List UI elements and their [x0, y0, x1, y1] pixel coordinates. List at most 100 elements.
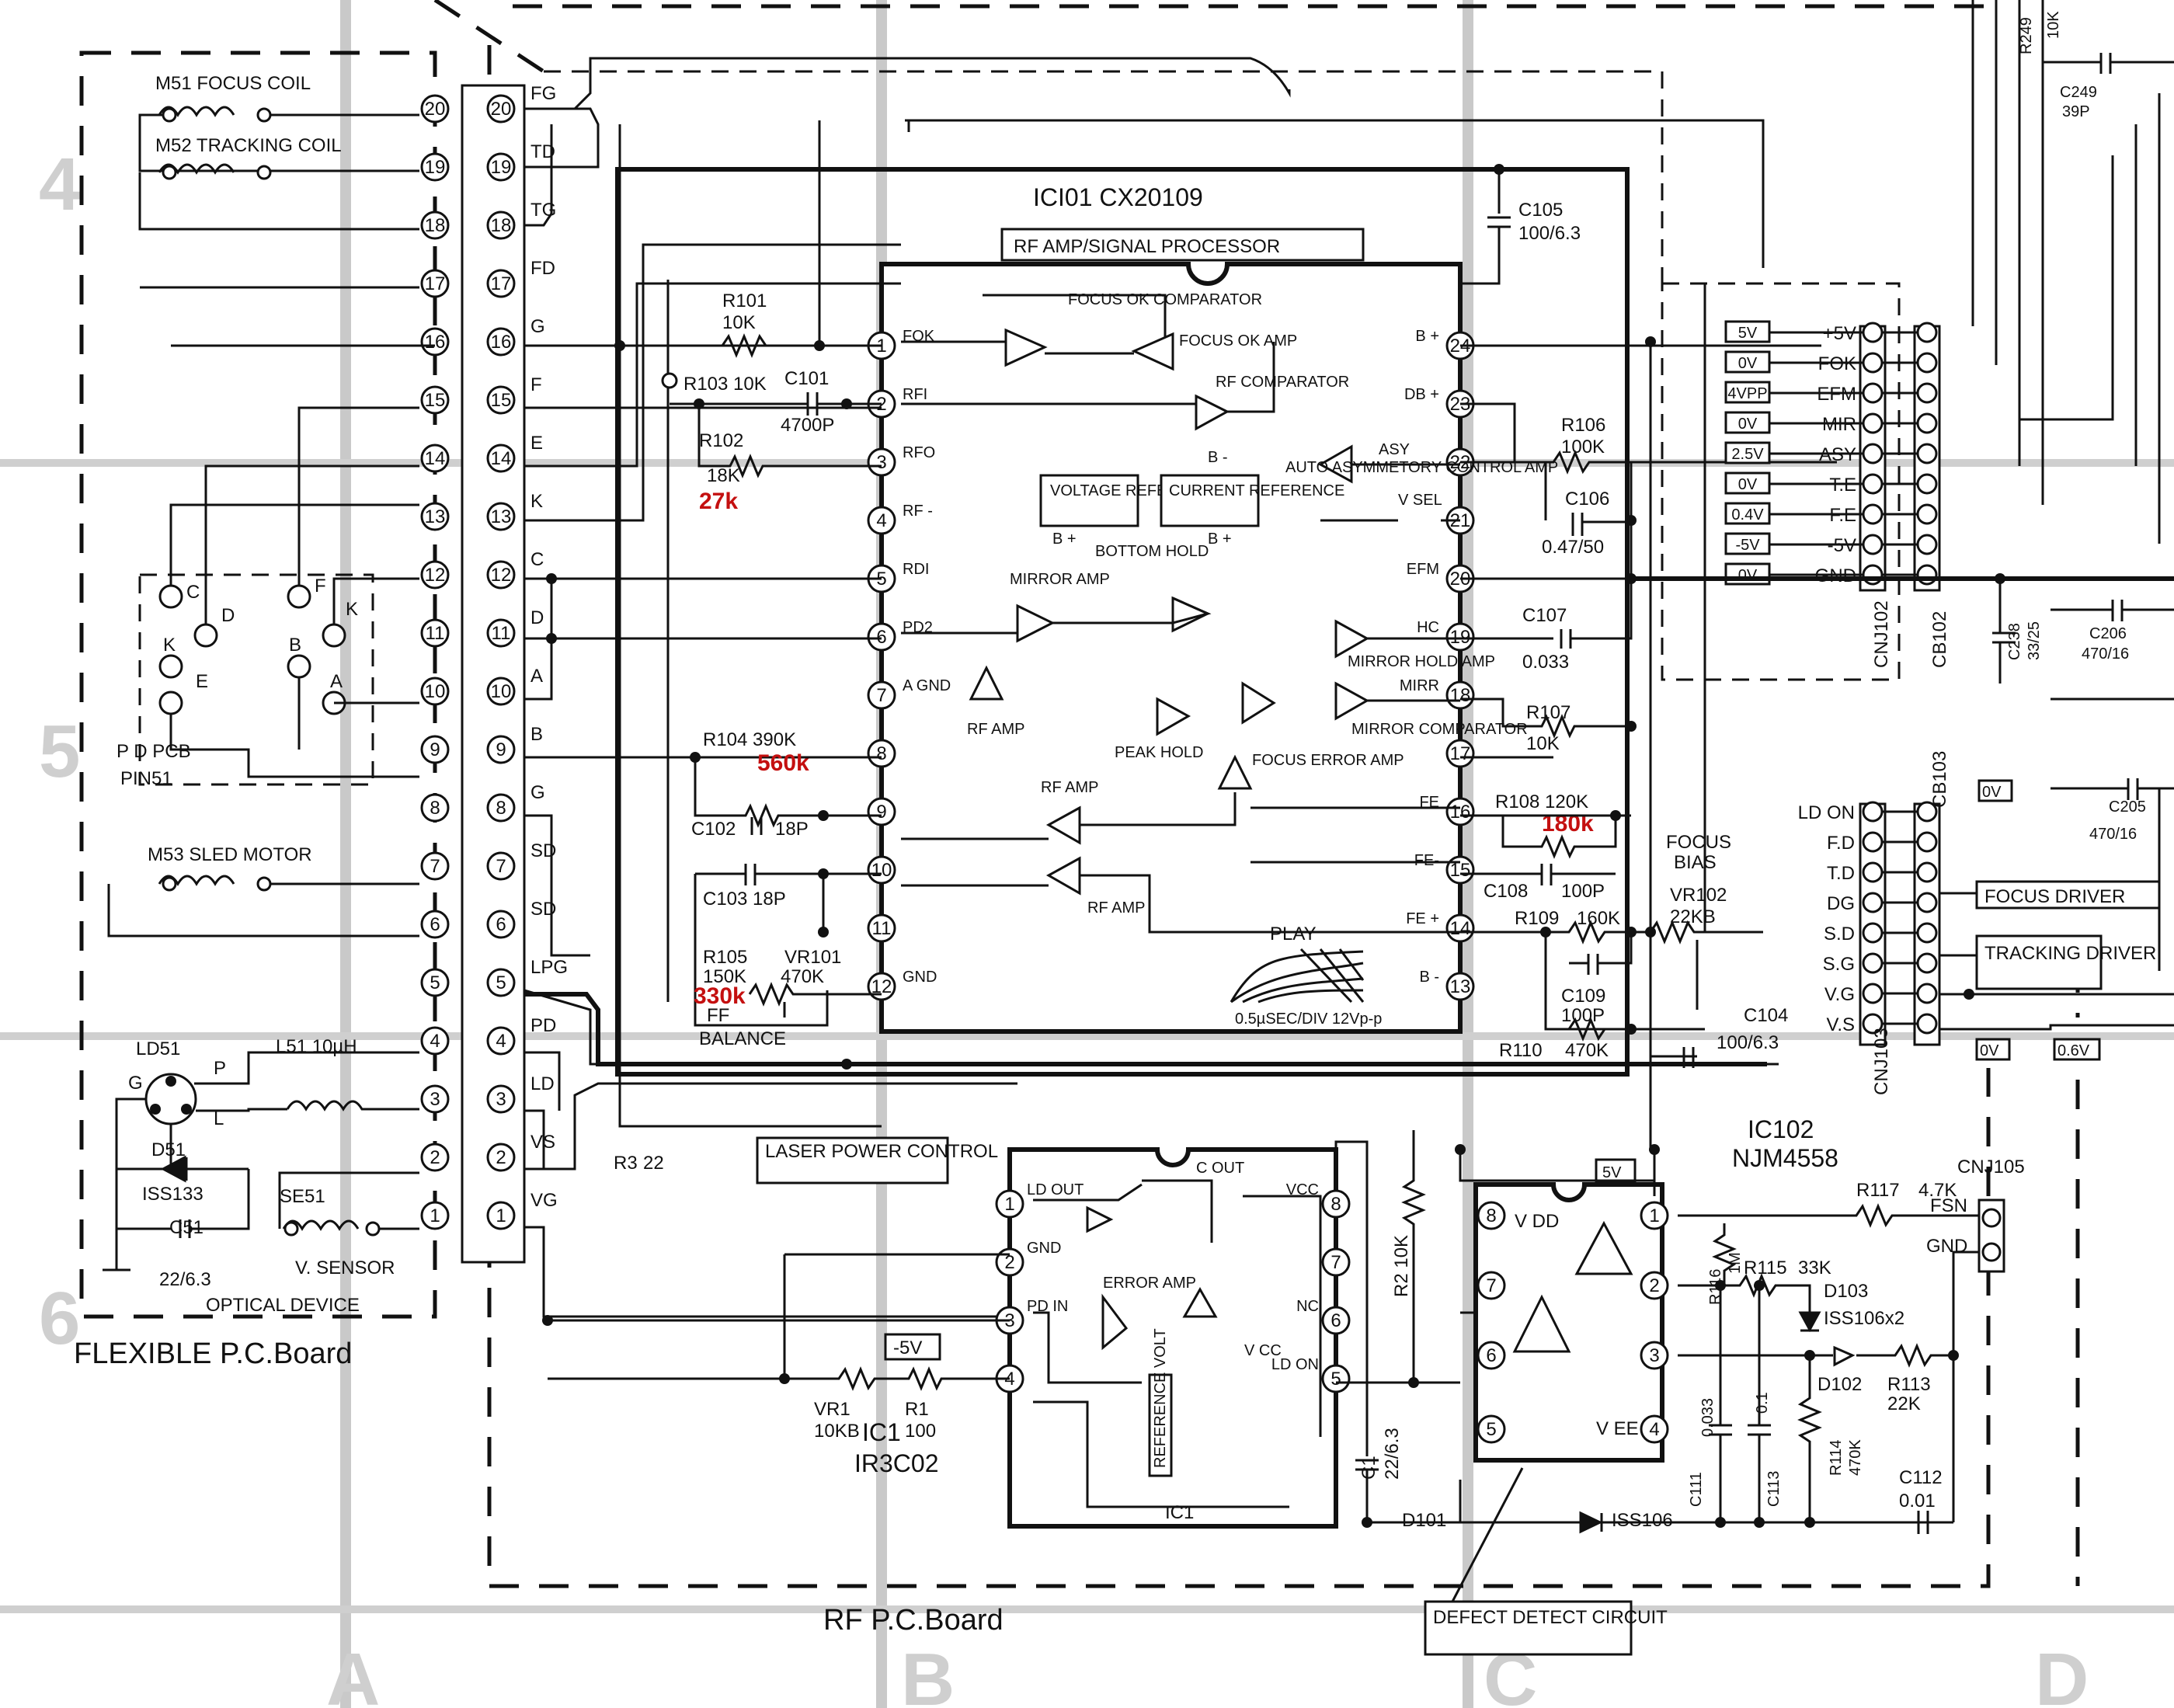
cnj102-pin: [1862, 352, 1884, 374]
ic102-left-pin: [1477, 1414, 1506, 1444]
r108-label: R108 120K: [1495, 791, 1588, 812]
ic1-refvolt-label: REFERENCE VOLT: [1152, 1328, 1169, 1468]
mirror-hold-label: MIRROR HOLD AMP: [1348, 653, 1495, 670]
c111-value: 0.033: [1699, 1398, 1717, 1437]
c105-label: C105: [1518, 200, 1563, 221]
conn-flex-pin: [420, 210, 450, 240]
pd-letter-c: C: [186, 582, 200, 603]
cnj103-label: CNJ103: [1871, 1028, 1892, 1095]
conn-rf-pin-num: 10: [491, 681, 512, 702]
conn-rf-pin-num: 11: [492, 623, 511, 644]
c205-label: C205: [2109, 798, 2146, 816]
conn-flex-pin-num: 14: [425, 448, 446, 469]
cnj103-signal-label: T.D: [1827, 863, 1855, 884]
c101-label: C101: [784, 368, 829, 389]
r105-label: R105: [703, 947, 747, 968]
r109-value: 160K: [1577, 908, 1620, 929]
conn-signal-label: E: [530, 433, 543, 454]
conn-rf-pin-num: 4: [496, 1031, 506, 1052]
cb102-pin: [1916, 503, 1938, 525]
r1-label: R1: [905, 1399, 929, 1420]
ic101-subtitle: RF AMP/SIGNAL PROCESSOR: [1014, 236, 1280, 257]
ic1-left-pin-num: 1: [1004, 1194, 1014, 1215]
cnj102-volt-label: 5V: [1738, 325, 1758, 342]
m51-label: M51 FOCUS COIL: [155, 73, 311, 94]
r105-new-value: 330k: [694, 983, 746, 1009]
ic101-left-pin: [867, 506, 896, 535]
ic1-right-pin-num: 5: [1330, 1369, 1341, 1390]
optical-device: M51 FOCUS COIL M52 TRACKING COIL M53 SLE…: [103, 73, 419, 1316]
cnj102-volt-label: 0V: [1738, 476, 1758, 493]
cnj102-pin: [1862, 412, 1884, 434]
cnj102-label: CNJ102: [1871, 600, 1892, 668]
vr1-value: 10KB: [814, 1421, 860, 1442]
conn-signal-label: LPG: [530, 957, 568, 978]
conn-rf-pin-num: 6: [496, 914, 506, 935]
pd-letter-f: F: [315, 576, 326, 597]
ic101-left-pin-label: RF -: [903, 503, 933, 520]
cb103-label: CB103: [1929, 751, 1950, 808]
mirror-comparator-label: MIRROR COMPARATOR: [1351, 721, 1528, 738]
ic1-right-pin-num: 6: [1330, 1310, 1341, 1331]
cb102-pin: [1916, 564, 1938, 586]
cb103-pin: [1916, 983, 1938, 1004]
conn-flex-pin: [420, 1201, 450, 1230]
ld-letter-l: L: [214, 1108, 224, 1129]
conn-rf-pin-num: 2: [496, 1147, 506, 1168]
focus-error-amp-label: FOCUS ERROR AMP: [1252, 752, 1404, 769]
conn-rf-pin: [486, 210, 516, 240]
cnj103-signal-label: S.G: [1823, 954, 1855, 975]
cnj102-volt-box: [1724, 471, 1771, 495]
conn-rf-pin: [486, 618, 516, 648]
rf-amp-label-1: RF AMP: [967, 721, 1024, 738]
cnj103-signal-label: DG: [1827, 893, 1855, 914]
ic101-right-pin-num: 18: [1450, 685, 1471, 706]
ic101-left-pin: [867, 739, 896, 768]
conn-signal-label: K: [530, 491, 543, 512]
r117-label: R117: [1856, 1180, 1900, 1201]
ic101-title: ICI01 CX20109: [1033, 183, 1203, 211]
iss133-label: ISS133: [142, 1184, 203, 1205]
conn-flex-pin: [420, 735, 450, 764]
pd-pcb-label: P D PCB: [117, 741, 191, 762]
ic1-right-pin-label: NC: [1296, 1298, 1319, 1315]
r115-label: R115: [1744, 1258, 1787, 1278]
peak-hold-label: PEAK HOLD: [1115, 744, 1203, 761]
far-right-section: R249 10K C249 39P C238 33/25 C206 470/16…: [1971, 0, 2174, 971]
r2-label: R2 10K: [1391, 1235, 1412, 1297]
conn-rf-pin-num: 14: [491, 448, 512, 469]
conn-rf-pin-num: 3: [496, 1089, 506, 1110]
fsn-label: FSN: [1930, 1195, 1967, 1216]
cnj103-signal-label: F.D: [1827, 833, 1855, 854]
conn-rf-pin: [486, 152, 516, 182]
ic1-right-pin: [1321, 1247, 1351, 1277]
c107-label: C107: [1522, 605, 1567, 626]
ic101-left-pin-num: 11: [872, 918, 892, 939]
c108-label: C108: [1484, 881, 1528, 902]
ic1-right-pin-num: 8: [1330, 1194, 1341, 1215]
r116-value: 1M: [1727, 1252, 1744, 1274]
ic1-right-pin-num: 7: [1330, 1252, 1341, 1273]
conn-flex-pin-num: 20: [425, 99, 446, 120]
ic102-left-pin-num: 8: [1486, 1205, 1496, 1226]
se51-label: SE51: [280, 1186, 325, 1207]
conn-rf-pin-num: 8: [496, 798, 506, 819]
cnj102-volt-label: 4VPP: [1727, 385, 1767, 402]
scope-label: 0.5µSEC/DIV 12Vp-p: [1235, 1011, 1382, 1028]
cnj103-v-top: 0V: [1982, 784, 2002, 801]
ic101-left-pin: [867, 797, 896, 826]
conn-flex-pin-num: 16: [425, 332, 446, 353]
conn-rf-pin: [486, 1084, 516, 1114]
c105-value: 100/6.3: [1518, 223, 1581, 244]
r101-label: R101: [722, 290, 767, 311]
c206-label: C206: [2089, 625, 2127, 642]
ic101-left-pin: [867, 680, 896, 710]
cnj105-label: CNJ105: [1957, 1157, 2025, 1178]
l51-label: L51 10µH: [276, 1036, 357, 1057]
ic101-passives: R101 10K R103 10K C101 4700P R102 18K 27…: [661, 169, 1837, 1150]
r110-value: 470K: [1565, 1040, 1609, 1061]
tracking-driver-label: TRACKING DRIVER: [1984, 943, 2156, 964]
focus-driver-label: FOCUS DRIVER: [1984, 886, 2125, 907]
conn-rf-pin: [486, 677, 516, 706]
